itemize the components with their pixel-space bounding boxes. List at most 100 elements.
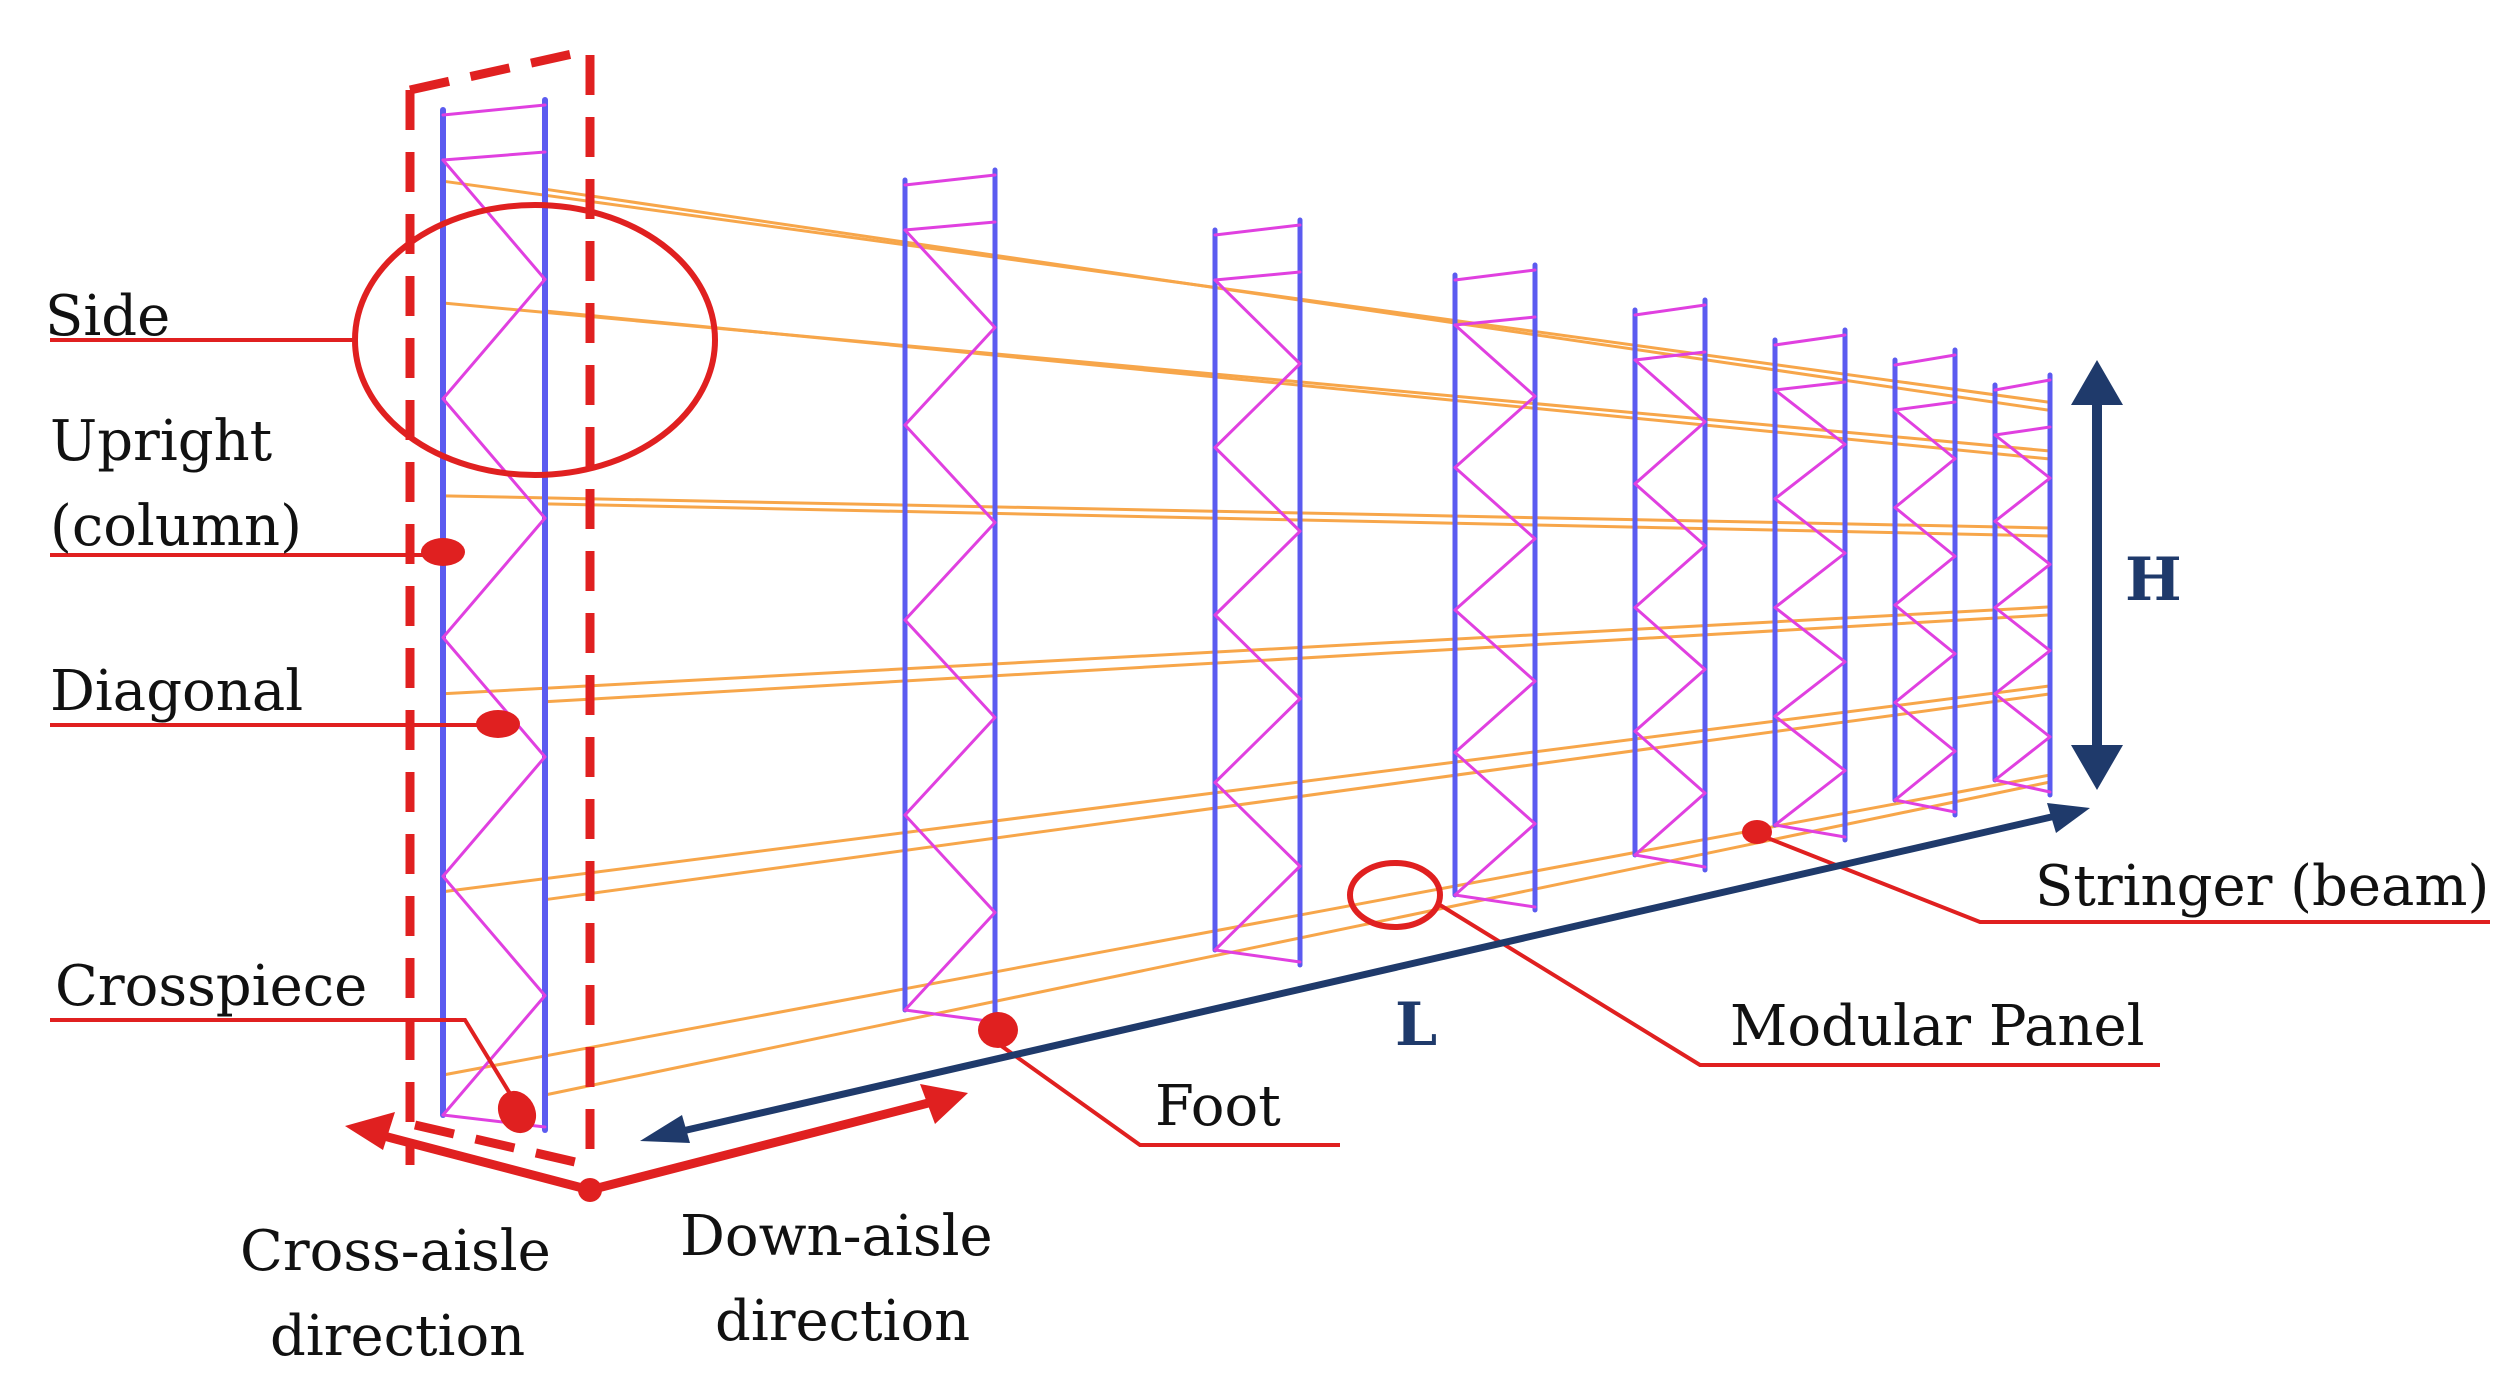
crosspiece (1893, 353, 1957, 367)
crosspiece (1453, 315, 1537, 327)
diagonal-brace (1993, 735, 2052, 782)
upright-frame (1632, 297, 1708, 873)
callout-dots (421, 538, 1772, 1202)
cross-aisle-arrowhead (345, 1112, 395, 1150)
diagonal-brace (1453, 466, 1537, 541)
diagonal-brace (1993, 649, 2052, 696)
diagonal-brace (1213, 864, 1302, 952)
diagonal-brace (441, 277, 547, 401)
diagonal-brace (903, 618, 997, 719)
diagonal-brace (903, 326, 997, 427)
diagonal-brace (1893, 554, 1957, 607)
upright-frame (1772, 327, 1848, 843)
diagonal-brace (1453, 394, 1537, 469)
diagonal-brace (1633, 729, 1707, 795)
diagonal-brace (1993, 606, 2052, 653)
diagonal-brace (441, 516, 547, 639)
diagonal-brace (1993, 562, 2052, 609)
stringer-beam-front (441, 684, 2052, 894)
diagonal-brace (441, 874, 547, 998)
diagonal-brace (1213, 529, 1302, 617)
diagonal-brace (1893, 652, 1957, 704)
crosspiece (1213, 270, 1302, 282)
foot-dot (978, 1012, 1018, 1048)
diagonal-brace (1633, 482, 1707, 548)
crosspiece (1773, 333, 1847, 347)
diagonal-brace (1773, 388, 1847, 446)
crosspiece (441, 103, 547, 117)
crosspiece (1893, 400, 1957, 412)
crosspiece (1993, 778, 2052, 794)
diagonal-brace (1993, 692, 2052, 739)
crosspiece (441, 150, 547, 162)
down-aisle-arrowhead (920, 1084, 968, 1124)
down-aisle-label-line1: Down-aisle (680, 1204, 993, 1269)
diagonal-brace (1453, 608, 1537, 683)
crosspiece (903, 1008, 997, 1024)
crosspiece (1213, 223, 1302, 237)
diagonal-brace (1633, 791, 1707, 857)
crosspiece (1213, 948, 1302, 964)
crosspiece (1633, 853, 1707, 869)
direction-arrows (345, 1084, 968, 1195)
column-label: (column) (50, 494, 302, 559)
diagonal-brace (1453, 822, 1537, 897)
diagonal-brace (903, 911, 997, 1012)
diagonal-brace (1633, 358, 1707, 424)
stringer-label: Stringer (beam) (2035, 854, 2489, 919)
stringer-beams (441, 179, 2052, 1097)
diagonal-brace (1773, 769, 1847, 827)
crosspiece (903, 220, 997, 232)
diagonal-brace (1213, 446, 1302, 533)
diagonal-brace (1633, 544, 1707, 609)
crosspiece (1453, 893, 1537, 909)
diagonal-brace (903, 716, 997, 817)
diagonal-brace (441, 636, 547, 759)
diagonal-brace (1213, 278, 1302, 366)
diagonal-brace (1773, 660, 1847, 718)
diagonal-brace (1893, 506, 1957, 558)
crosspiece (1993, 425, 2052, 437)
diagonal-brace (1993, 519, 2052, 566)
crosspiece (1633, 350, 1707, 362)
stringer-beam-front (441, 494, 2052, 530)
down-aisle-label-line2: direction (715, 1289, 970, 1354)
modular-panel-circle (1347, 860, 1443, 930)
diagonal-brace (1633, 420, 1707, 486)
diagonal-brace (441, 397, 547, 520)
diagonal-brace (1773, 497, 1847, 555)
upright-dot (421, 538, 465, 566)
diagonal-brace (903, 423, 997, 524)
diagonal-brace (1893, 701, 1957, 753)
foot-label: Foot (1155, 1074, 1281, 1139)
length-dimension (640, 803, 2090, 1143)
diagonal-brace (1213, 697, 1302, 784)
diagonal-brace (1453, 751, 1537, 826)
upright-frame (1212, 217, 1303, 968)
crosspiece-dot (497, 1090, 537, 1134)
diagonal-brace (441, 994, 547, 1117)
crosspiece (1993, 378, 2052, 392)
diagonal-brace (1213, 362, 1302, 449)
diagonal-brace (1893, 603, 1957, 656)
diagonal-brace (1993, 433, 2052, 480)
upright-frame (902, 167, 998, 1028)
height-arrowhead-top (2071, 360, 2123, 405)
length-label: L (1395, 990, 1437, 1060)
upright-frames (440, 97, 2053, 1133)
diagonal-brace (441, 755, 547, 878)
diagonal-brace (1633, 667, 1707, 733)
diagonal-brace (1773, 714, 1847, 773)
diagonal-brace (903, 228, 997, 329)
cross-aisle-label-line2: direction (270, 1304, 525, 1369)
diagonal-label: Diagonal (50, 659, 303, 724)
length-arrowhead-left (640, 1115, 690, 1143)
diagonal-dot (476, 710, 520, 738)
diagonal-brace (1453, 323, 1537, 398)
crosspiece (1773, 823, 1847, 839)
upright-frame (1452, 262, 1538, 913)
diagonal-brace (1453, 537, 1537, 612)
diagonal-brace (1633, 606, 1707, 671)
side-label: Side (45, 284, 170, 349)
diagonal-brace (1213, 613, 1302, 701)
